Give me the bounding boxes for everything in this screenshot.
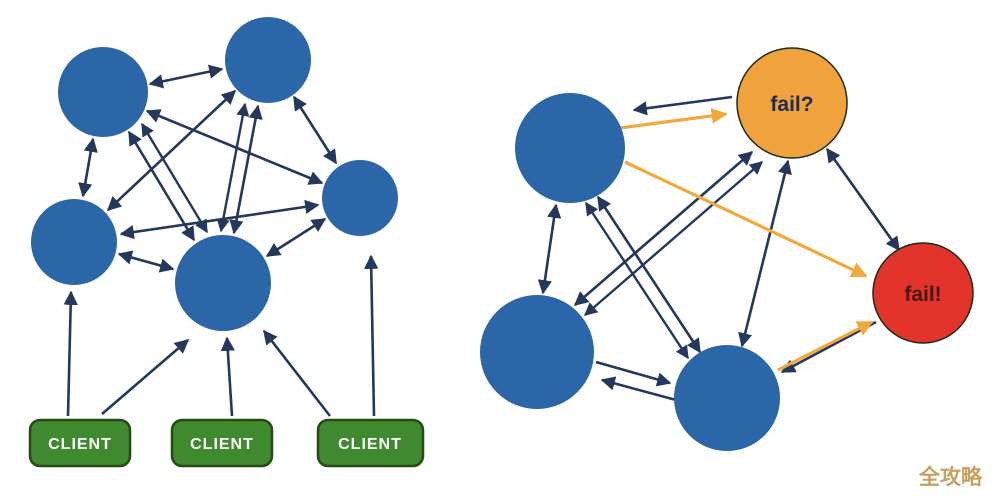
client1-to-node-d	[63, 290, 78, 417]
client3-to-node-e	[262, 329, 332, 417]
server-node	[175, 235, 271, 331]
edge-g-failq-2	[584, 161, 763, 316]
edge-h-to-g	[600, 376, 677, 402]
edge-h-failq	[738, 159, 792, 348]
client2-to-node-e	[220, 336, 235, 417]
client3-to-node-c	[364, 254, 379, 417]
edge-failq-faile	[825, 147, 901, 252]
fail-confirmed-label: fail!	[904, 283, 941, 306]
server-node	[322, 160, 398, 236]
edge-c-d	[119, 199, 320, 240]
edge-f-h-2	[584, 201, 690, 360]
client-box	[28, 418, 132, 468]
server-node	[31, 199, 117, 285]
client-label: CLIENT	[190, 436, 254, 453]
client-label: CLIENT	[48, 436, 112, 453]
edge-b-d	[106, 90, 237, 211]
edge-failq-to-f	[632, 95, 733, 116]
server-node	[480, 295, 594, 409]
edge-b-e-2	[216, 102, 250, 233]
client1-to-node-e	[101, 339, 190, 415]
edge-faile-to-h	[780, 320, 877, 374]
edge-f-g	[537, 203, 562, 295]
edge-a-d	[78, 137, 98, 198]
left-mesh-nodes	[31, 17, 398, 331]
edge-a-c	[145, 109, 324, 185]
left-mesh-edges	[78, 64, 338, 273]
right-mesh-edges	[537, 95, 901, 402]
orange-edge-h-to-faile	[777, 320, 874, 372]
edge-d-e	[117, 250, 175, 273]
right-mesh-nodes: fail? fail!	[480, 47, 974, 451]
server-node	[674, 345, 780, 451]
watermark: 全攻略	[918, 465, 983, 489]
server-node	[225, 17, 311, 103]
edge-f-h	[596, 195, 702, 354]
edge-a-b	[148, 64, 224, 89]
edge-c-e	[265, 217, 327, 258]
client-box	[316, 418, 425, 468]
failing-node	[736, 47, 848, 159]
client-label: CLIENT	[338, 436, 402, 453]
client-boxes: CLIENT CLIENT CLIENT	[28, 418, 425, 468]
server-node	[515, 93, 625, 203]
client-box	[170, 418, 274, 468]
edge-g-to-h	[595, 360, 672, 387]
failed-node	[872, 242, 974, 344]
fail-suspect-label: fail?	[770, 93, 813, 116]
orange-edge-f-to-faile	[624, 160, 868, 278]
edge-a-e-2	[140, 122, 209, 234]
orange-edge-f-to-failq	[619, 107, 728, 130]
client-uplink-edges	[63, 254, 379, 417]
right-orange-edges	[619, 107, 874, 372]
server-node	[58, 47, 148, 137]
edge-b-c	[292, 95, 338, 165]
